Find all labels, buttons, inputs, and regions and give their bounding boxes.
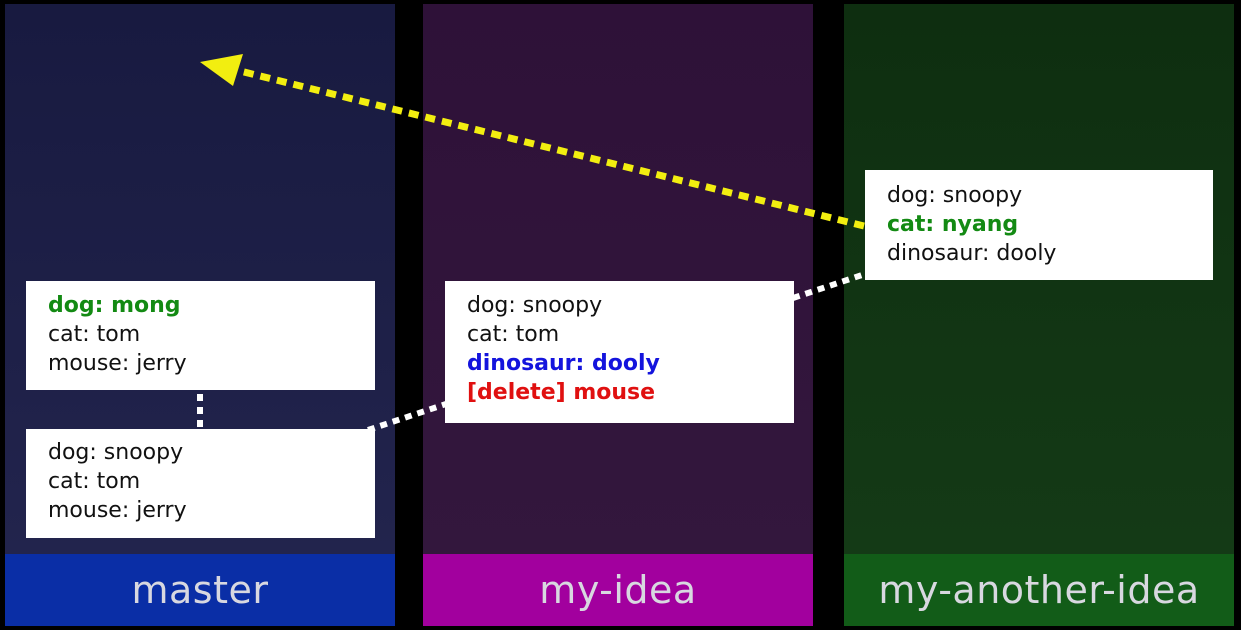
card-line: dinosaur: dooly	[887, 241, 1057, 266]
commit-card-my-idea: dog: snoopy cat: tom dinosaur: dooly [de…	[445, 281, 794, 423]
commit-card-my-another-idea: dog: snoopy cat: nyang dinosaur: dooly	[865, 170, 1213, 280]
card-line: dog: snoopy	[48, 440, 184, 465]
card-line: dog: snoopy	[887, 183, 1023, 208]
card-line: mouse: jerry	[48, 351, 187, 376]
card-line: dog: mong	[48, 293, 181, 318]
lane-master-label: master	[5, 554, 395, 626]
lane-my-idea-label: my-idea	[423, 554, 813, 626]
card-line: [delete] mouse	[467, 380, 656, 405]
card-line: cat: tom	[48, 322, 141, 347]
lane-my-another-idea-label: my-another-idea	[844, 554, 1234, 626]
lane-my-idea-background	[423, 4, 813, 554]
card-line: cat: tom	[48, 469, 141, 494]
card-line: mouse: jerry	[48, 498, 187, 523]
card-line: dog: snoopy	[467, 293, 603, 318]
card-line: dinosaur: dooly	[467, 351, 660, 376]
card-line: cat: nyang	[887, 212, 1019, 237]
commit-card-master-latest: dog: mong cat: tom mouse: jerry	[26, 281, 375, 390]
lane-my-another-idea: my-another-idea	[844, 4, 1234, 626]
commit-card-master-base: dog: snoopy cat: tom mouse: jerry	[26, 429, 375, 538]
card-line: cat: tom	[467, 322, 560, 347]
